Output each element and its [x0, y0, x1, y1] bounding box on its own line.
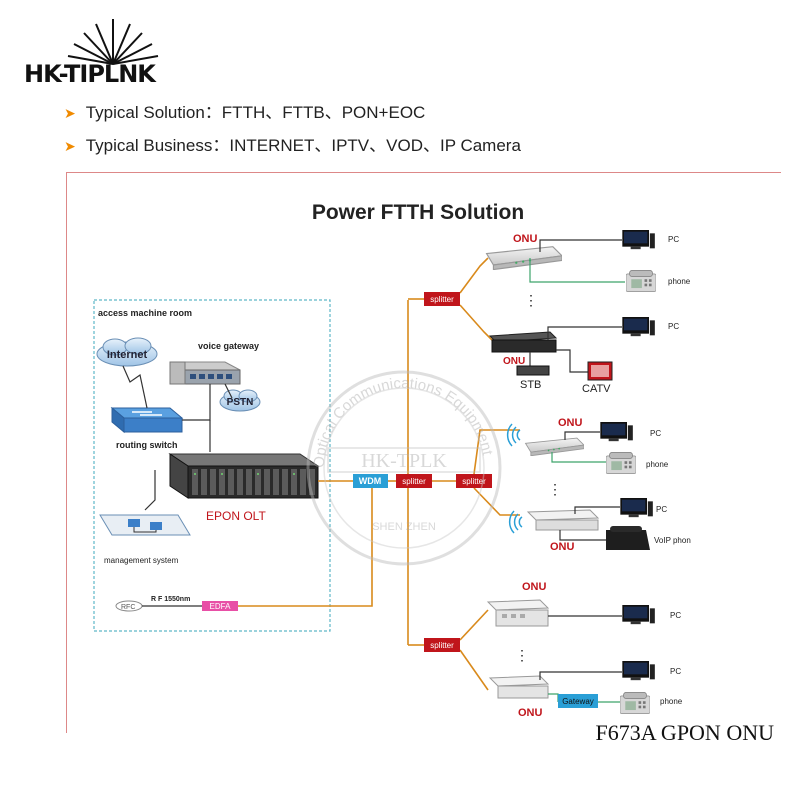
- ellipsis-dots: ⋮: [515, 647, 529, 663]
- pstn-label: PSTN: [227, 397, 254, 408]
- splitter-tag: [456, 474, 492, 488]
- epon-olt-label: EPON OLT: [206, 509, 266, 523]
- pc-label: PC: [650, 429, 661, 438]
- phone-label: phone: [668, 277, 691, 286]
- stb-label: STB: [520, 379, 541, 391]
- phone-icon: [620, 692, 650, 714]
- ellipsis-dots: ⋮: [548, 481, 562, 497]
- pc-icon: [622, 317, 655, 337]
- pc-icon: [600, 422, 633, 442]
- onu-device-icon: [488, 675, 550, 699]
- pc-icon: [622, 661, 655, 681]
- wifi-icon: [506, 423, 521, 447]
- phone-icon: [626, 270, 656, 292]
- typical-solution-text: Typical Solution：FTTH、FTTB、PON+EOC: [85, 103, 426, 122]
- wifi-icon: [508, 510, 523, 534]
- phone-label: phone: [646, 460, 669, 469]
- splitter-label: splitter: [402, 477, 426, 486]
- splitter-label: splitter: [430, 641, 454, 650]
- routing-switch-icon: [110, 406, 184, 434]
- rfc-label: RFC: [121, 604, 135, 611]
- edfa-label: EDFA: [210, 602, 232, 611]
- management-system-icon: [99, 514, 191, 536]
- typical-business-text: Typical Business：INTERNET、IPTV、VOD、IP Ca…: [85, 136, 521, 155]
- voice-gateway-icon: [169, 361, 241, 385]
- watermark-bottom-text: SHEN ZHEN: [372, 521, 436, 533]
- onu-router-icon: [488, 331, 558, 353]
- splitter-tag: [424, 292, 460, 306]
- internet-label: Internet: [107, 349, 148, 361]
- ellipsis-dots: ⋮: [524, 292, 538, 308]
- internet-cloud-icon: [96, 337, 158, 367]
- pc-label: PC: [668, 235, 679, 244]
- access-room-label: access machine room: [98, 308, 192, 318]
- onu-label: ONU: [522, 581, 547, 593]
- wdm-label: WDM: [359, 476, 382, 486]
- onu-device-icon: [525, 437, 584, 456]
- epon-olt-icon: [168, 453, 320, 499]
- logo-burst-icon: [67, 19, 159, 65]
- onu-device-icon: [486, 599, 550, 627]
- diagram-title: Power FTTH Solution: [312, 201, 524, 224]
- splitter-tag: [396, 474, 432, 488]
- diagram-frame: [66, 172, 781, 733]
- pc-icon: [622, 230, 655, 250]
- watermark-center-text: HK-TPLK: [361, 450, 447, 472]
- pc-icon: [620, 498, 653, 518]
- routing-switch-label: routing switch: [116, 440, 178, 450]
- catv-icon: [587, 361, 613, 381]
- typical-business-line: ➤ Typical Business：INTERNET、IPTV、VOD、IP C…: [64, 131, 521, 156]
- arrow-icon: ➤: [64, 138, 76, 154]
- management-system-label: management system: [104, 556, 179, 565]
- voip-phone-label: VoIP phon: [654, 536, 691, 545]
- edfa-tag: [202, 601, 238, 611]
- onu-label: ONU: [503, 356, 525, 367]
- onu-device-icon: [526, 509, 600, 531]
- access-room-box: [93, 299, 331, 632]
- watermark-seal: Optical Communications Equipment HK-TPLK…: [306, 370, 502, 566]
- logo-text: HK-TIPLNK: [24, 60, 156, 88]
- onu-label: ONU: [513, 233, 538, 245]
- pc-label: PC: [670, 611, 681, 620]
- onu-device-icon: [485, 246, 562, 270]
- gateway-label: Gateway: [562, 697, 594, 706]
- voice-gateway-label: voice gateway: [198, 341, 259, 351]
- pc-label: PC: [656, 505, 667, 514]
- wdm-tag: [353, 474, 388, 488]
- splitter-label: splitter: [430, 295, 454, 304]
- pc-label: PC: [668, 322, 679, 331]
- splitter-tag: [424, 638, 460, 652]
- typical-solution-line: ➤ Typical Solution：FTTH、FTTB、PON+EOC: [64, 98, 425, 123]
- onu-label: ONU: [558, 417, 583, 429]
- rf-label: R F 1550nm: [151, 596, 190, 603]
- phone-icon: [606, 452, 636, 474]
- pc-icon: [622, 605, 655, 625]
- product-label: F673A GPON ONU: [595, 720, 774, 745]
- stb-icon: [516, 365, 550, 376]
- onu-label: ONU: [550, 541, 575, 553]
- gateway-tag: [558, 694, 598, 708]
- splitter-label: splitter: [462, 477, 486, 486]
- pstn-cloud-icon: [219, 389, 261, 412]
- phone-label: phone: [660, 697, 683, 706]
- pc-label: PC: [670, 667, 681, 676]
- arrow-icon: ➤: [64, 105, 76, 121]
- voip-phone-icon: [606, 526, 650, 550]
- onu-label: ONU: [518, 707, 543, 719]
- catv-label: CATV: [582, 383, 611, 395]
